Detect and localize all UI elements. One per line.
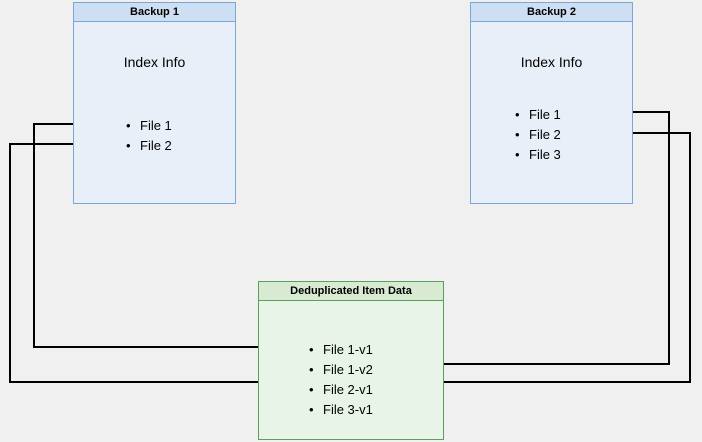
box-deduplicated-items: File 1-v1 File 1-v2 File 2-v1 File 3-v1 <box>305 340 373 420</box>
box-backup-2-heading: Index Info <box>520 54 583 70</box>
box-deduplicated-item-data: Deduplicated Item Data File 1-v1 File 1-… <box>258 281 444 440</box>
list-item: File 1-v1 <box>305 340 373 360</box>
box-backup-2-items: File 1 File 2 File 3 <box>511 105 561 165</box>
box-backup-1-title: Backup 1 <box>74 3 235 22</box>
box-backup-2-title: Backup 2 <box>471 3 632 22</box>
box-backup-1-heading: Index Info <box>123 54 186 70</box>
box-backup-1: Backup 1 Index Info File 1 File 2 <box>73 2 236 204</box>
list-item: File 1 <box>122 116 172 136</box>
box-deduplicated-title: Deduplicated Item Data <box>259 282 443 301</box>
list-item: File 1-v2 <box>305 360 373 380</box>
box-backup-2: Backup 2 Index Info File 1 File 2 File 3 <box>470 2 633 204</box>
box-backup-1-items: File 1 File 2 <box>122 116 172 156</box>
list-item: File 3 <box>511 145 561 165</box>
list-item: File 1 <box>511 105 561 125</box>
list-item: File 3-v1 <box>305 400 373 420</box>
list-item: File 2 <box>511 125 561 145</box>
list-item: File 2-v1 <box>305 380 373 400</box>
list-item: File 2 <box>122 136 172 156</box>
